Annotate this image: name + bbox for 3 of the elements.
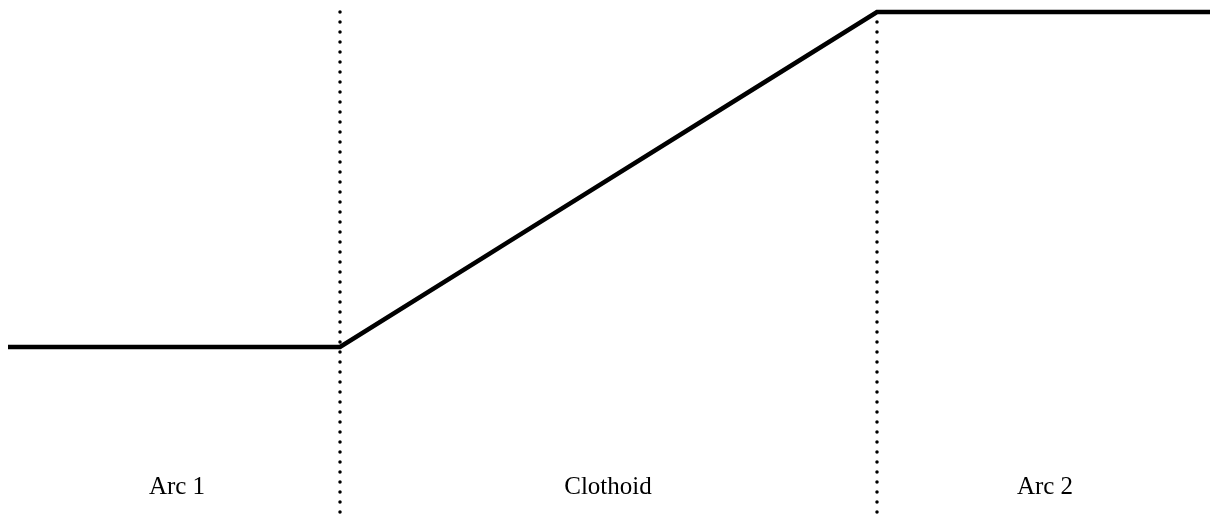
segment-label: Arc 2 bbox=[1016, 472, 1074, 500]
segment-label: Arc 1 bbox=[148, 472, 206, 500]
segment-label: Clothoid bbox=[564, 472, 652, 500]
